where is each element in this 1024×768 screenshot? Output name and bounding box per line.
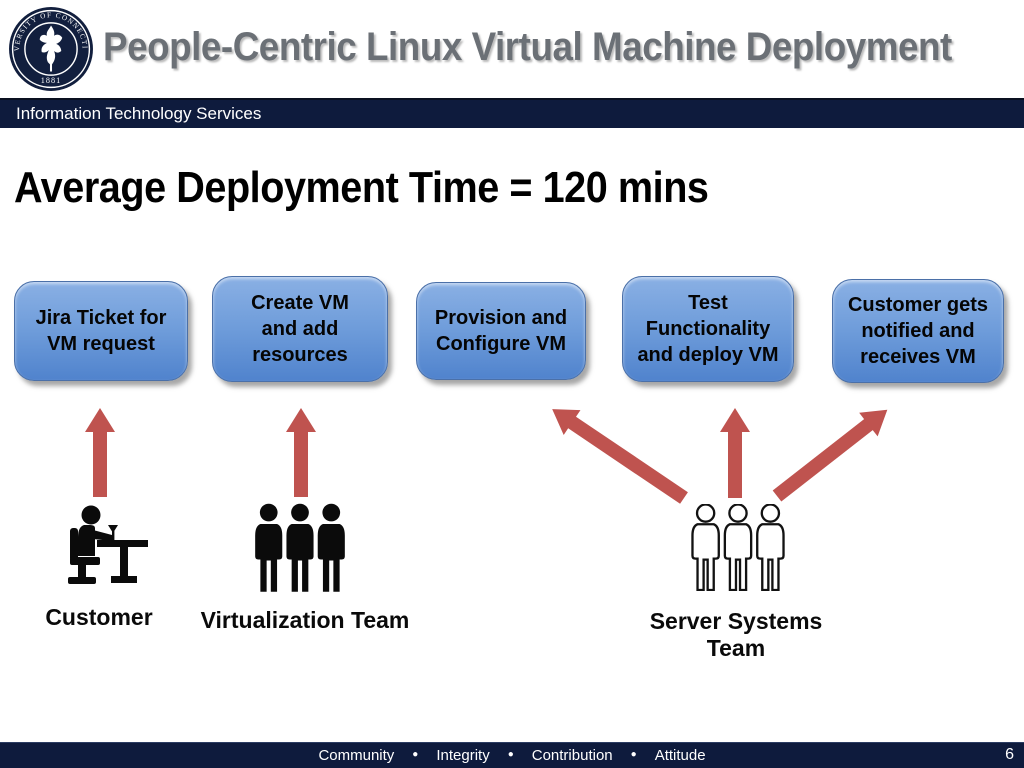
actor-label-customer: Customer [45,604,153,630]
bullet-separator-icon: ● [507,749,514,760]
uconn-seal-icon: UNIVERSITY OF CONNECTICUT 1881 [8,6,93,91]
process-step-label: Provision and Configure VM [434,307,568,355]
three-people-filled-icon [255,503,345,592]
arrow-up-server-icon [720,408,750,498]
process-step-customer-notified: Customer gets notified and receives VM [832,279,1004,383]
department-bar: Information Technology Services [0,98,1024,128]
seal-year: 1881 [41,76,61,85]
arrow-up-customer-icon [85,408,115,497]
three-people-outline-icon [691,504,785,591]
bullet-separator-icon: ● [412,749,419,760]
process-step-test-deploy: Test Functionality and deploy VM [622,276,794,382]
process-step-label: Test Functionality and deploy VM [637,292,779,366]
actor-label-server-systems-team: Server Systems Team [649,608,823,661]
footer-bar: Community ● Integrity ● Contribution ● A… [0,742,1024,768]
department-bar-label: Information Technology Services [16,104,262,123]
page-title: Average Deployment Time = 120 mins [14,163,709,212]
footer-value-integrity: Integrity [436,747,490,764]
process-step-jira-ticket: Jira Ticket for VM request [14,281,188,381]
process-step-label: Create VM and add resources [251,292,349,366]
oak-leaf-icon [39,25,63,72]
footer-value-contribution: Contribution [531,747,613,764]
footer-value-community: Community [318,747,395,764]
process-step-label: Jira Ticket for VM request [35,307,167,355]
person-at-desk-icon [68,505,148,584]
bullet-separator-icon: ● [630,749,637,760]
actor-label-virtualization-team: Virtualization Team [200,607,410,633]
arrow-upleft-server-icon [552,409,688,504]
footer-value-attitude: Attitude [654,747,706,764]
page-number: 6 [1005,746,1014,763]
arrow-upright-server-icon [772,409,888,502]
arrow-up-virtualization-icon [286,408,316,497]
process-step-create-vm: Create VM and add resources [212,276,388,382]
process-step-label: Customer gets notified and receives VM [847,294,989,368]
header: UNIVERSITY OF CONNECTICUT 1881 People-Ce… [0,0,1024,97]
slide-title: People-Centric Linux Virtual Machine Dep… [103,25,952,69]
process-step-provision-configure: Provision and Configure VM [416,282,586,380]
